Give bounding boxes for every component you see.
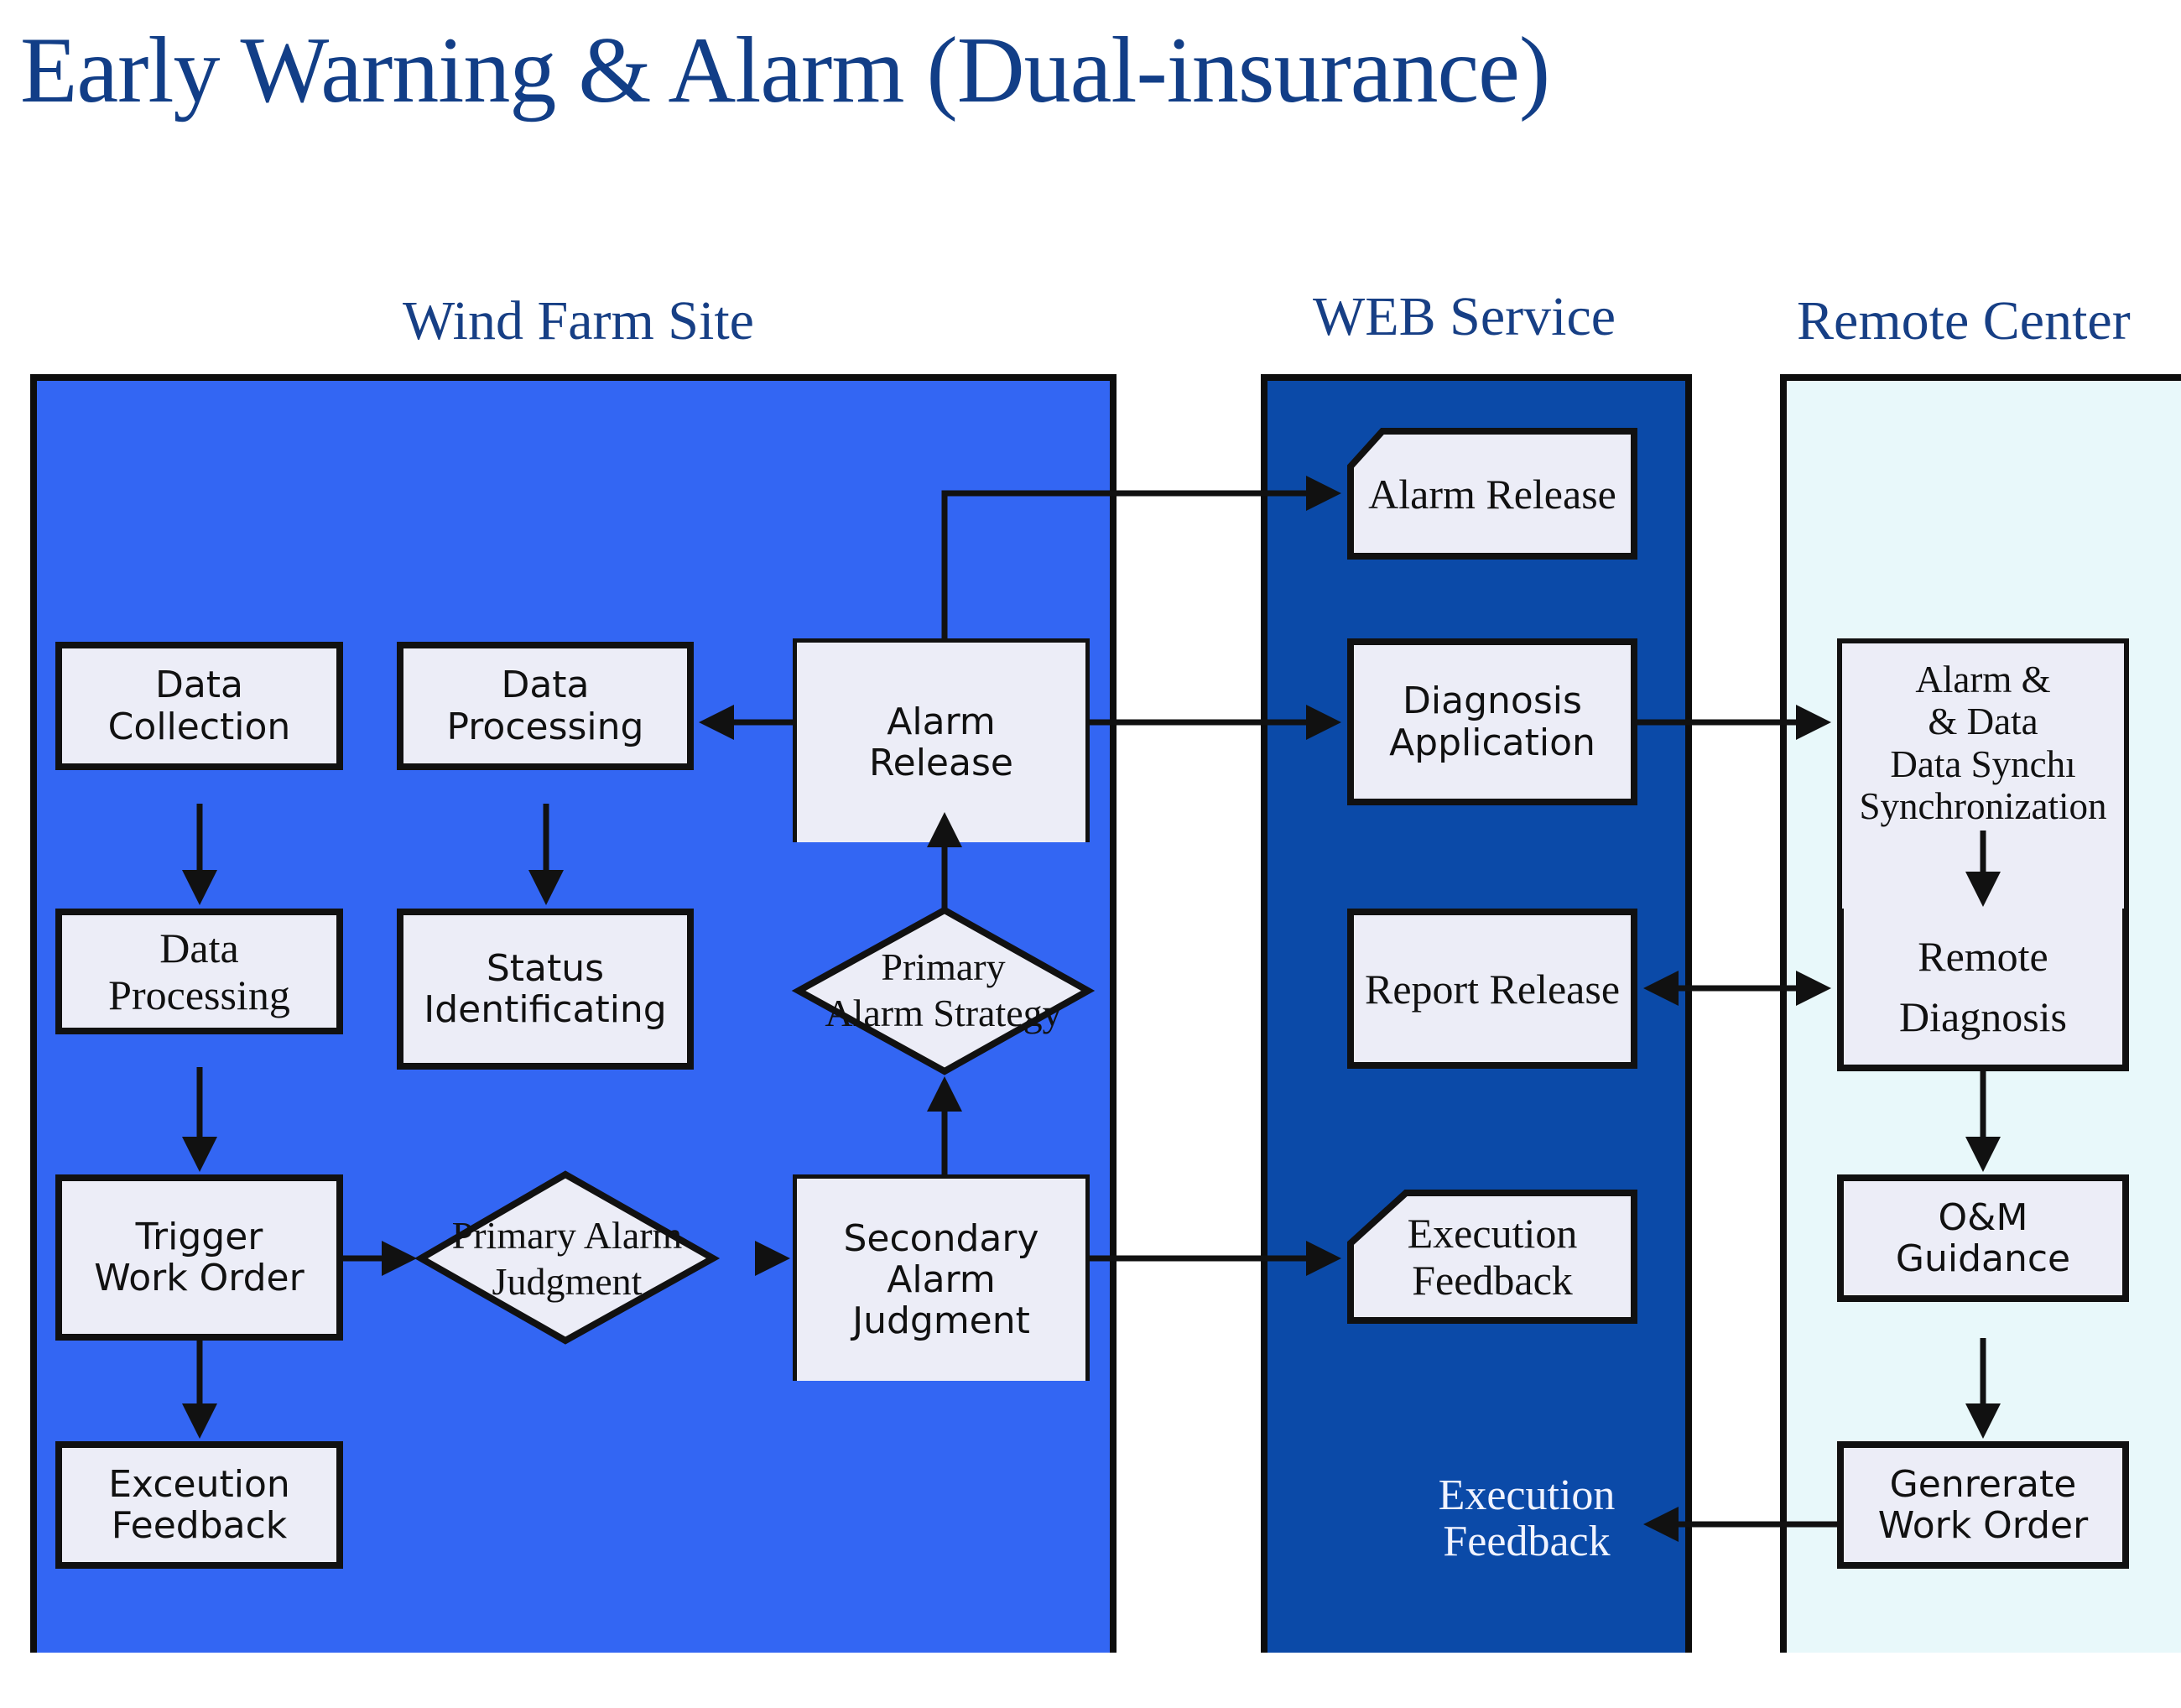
generate-work-order-box: Genrerate Work Order (1837, 1441, 2129, 1569)
data-processing-left-label: Data Processing (108, 924, 290, 1018)
execution-feedback-web-label: Execution Feedback (1407, 1210, 1578, 1304)
cut-corner-shape (1347, 428, 1637, 560)
diagnosis-application-box: Diagnosis Application (1347, 638, 1637, 805)
status-identificating-label: Status Identificating (424, 946, 667, 1031)
data-processing-box-mid: Data Processing (397, 642, 694, 770)
lane-title-web-service: WEB Service (1313, 286, 1616, 347)
secondary-alarm-judgment-label: Secondary Alarm Judgment (843, 1216, 1039, 1343)
alarm-data-sync-label: Alarm & & Data Data Synchı Synchronizati… (1859, 659, 2107, 828)
data-collection-box: Data Collection (55, 642, 343, 770)
report-release-label: Report Release (1364, 965, 1621, 1013)
cut-corner-shape (1347, 1190, 1637, 1324)
page-title: Early Warning & Alarm (Dual-insurance) (20, 18, 1550, 122)
remote-diagnosis-label: Remote Diagnosis (1899, 932, 2067, 1041)
generate-work-order-label: Genrerate Work Order (1877, 1462, 2089, 1547)
data-collection-label: Data Collection (107, 664, 291, 748)
status-identificating-box: Status Identificating (397, 909, 694, 1070)
execution-feedback-box-web: Execution Feedback (1347, 1190, 1637, 1324)
lane-title-remote-center: Remote Center (1797, 290, 2131, 351)
alarm-release-box-web: Alarm Release (1347, 428, 1637, 560)
diagnosis-application-label: Diagnosis Application (1389, 680, 1595, 764)
exceution-feedback-box: Exceution Feedback (55, 1441, 343, 1569)
remote-diagnosis-box: Remote Diagnosis (1837, 909, 2129, 1071)
exceution-feedback-label: Exceution Feedback (108, 1462, 290, 1547)
alarm-release-wind-label: Alarm Release (869, 700, 1013, 784)
om-guidance-box: O&M Guidance (1837, 1174, 2129, 1302)
alarm-data-sync-box: Alarm & & Data Data Synchı Synchronizati… (1837, 638, 2129, 909)
secondary-alarm-judgment-box: Secondary Alarm Judgment (793, 1174, 1090, 1381)
om-guidance-label: O&M Guidance (1895, 1195, 2071, 1280)
execution-feedback-free-label: Execution Feedback (1438, 1471, 1616, 1566)
lane-title-wind-farm: Wind Farm Site (403, 290, 754, 351)
trigger-work-order-label: Trigger Work Order (94, 1215, 305, 1299)
data-processing-mid-label: Data Processing (446, 664, 644, 748)
alarm-release-web-label: Alarm Release (1368, 470, 1616, 518)
primary-alarm-strategy-label: Primary Alarm Strategy (825, 945, 1062, 1034)
alarm-release-box-wind: Alarm Release (793, 638, 1090, 842)
trigger-work-order-box: Trigger Work Order (55, 1174, 343, 1341)
data-processing-box-left: Data Processing (55, 909, 343, 1034)
primary-alarm-judgment-label: Primary Alarm Judgment (451, 1213, 683, 1303)
report-release-box: Report Release (1347, 909, 1637, 1069)
